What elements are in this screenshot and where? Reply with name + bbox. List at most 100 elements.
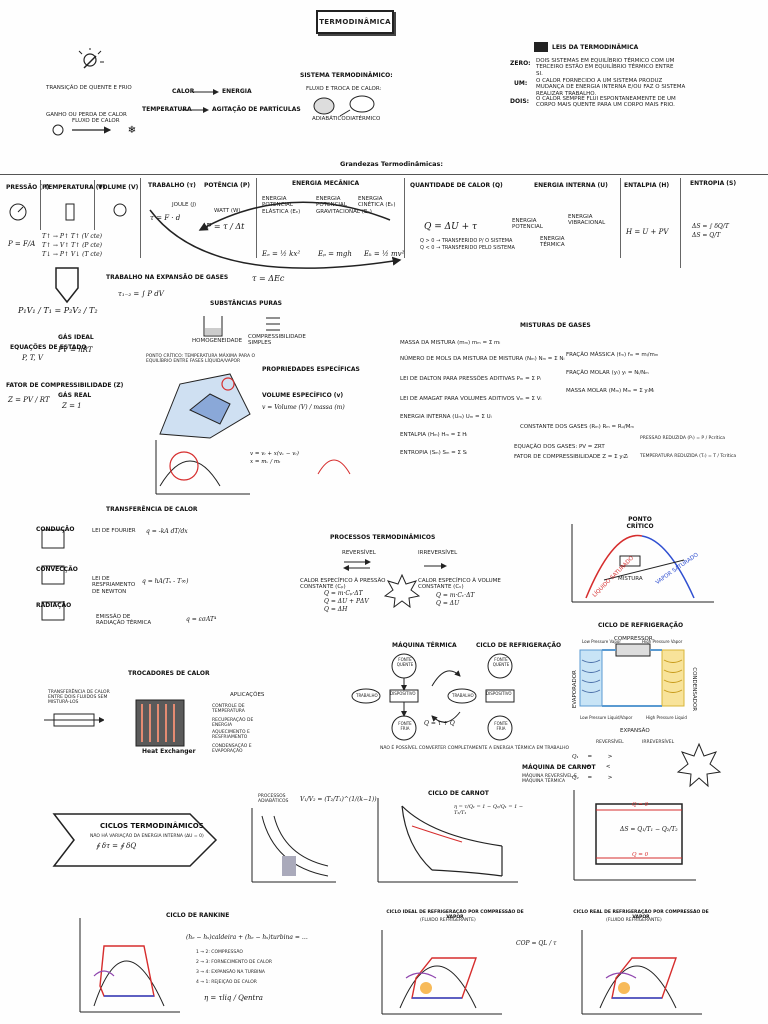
law-one-key: UM:	[514, 80, 528, 87]
arrow	[182, 107, 209, 113]
vapor-dome-icon	[317, 459, 351, 475]
delta-s: ΔS = Q₁/T₁ − Q₂/T₂	[620, 826, 678, 833]
pv-label: PV = nRT	[58, 346, 93, 354]
fonte-quente-1: FONTE QUENTE	[396, 657, 414, 667]
trocadores-desc: TRANSFERÊNCIA DE CALOR ENTRE DOIS FLUIDO…	[48, 690, 110, 706]
calor-formula: Q = ΔU + τ	[424, 222, 477, 232]
energia-elastica: ENERGIA POTENCIAL ELÁSTICA (Eₑ)	[262, 196, 301, 215]
carnot-pv-diagram	[573, 790, 696, 881]
grandeza-energia-interna: ENERGIA INTERNA (U)	[534, 182, 608, 189]
process-arrows	[343, 559, 447, 571]
mistura-row-1: NÚMERO DE MOLS DA MISTURA DE MISTURA (Nₘ…	[400, 356, 565, 362]
book-icon	[534, 42, 548, 52]
cp-f2: Q = ΔH	[324, 606, 348, 613]
low-vapor-label: Low Pressure Vapor	[582, 639, 622, 644]
adiabatic-label: PROCESSOS ADIABÁTICOS	[258, 794, 289, 805]
joule-label: JOULE (J)	[172, 202, 197, 208]
system-title: SISTEMA TERMODINÂMICO:	[300, 72, 393, 79]
vapor-real-title: CICLO REAL DE REFRIGERAÇÃO POR COMPRESSÃ…	[573, 910, 709, 920]
aplicacao-0: CONTROLE DE TEMPERATURA	[212, 704, 245, 715]
mistura-row-2: LEI DE DALTON PARA PRESSÕES ADITIVAS Pₘ …	[400, 376, 541, 382]
mistura-row-3: LEI DE AMAGAT PARA VOLUMES ADITIVOS Vₘ =…	[400, 396, 542, 402]
high-liquid-label: High Pressure Liquid	[646, 715, 687, 720]
interna-termica: ENERGIA TÉRMICA	[540, 236, 565, 249]
adiabatic-formula: V₁/V₂ = (T₂/T₁)^(1/(k−1))	[300, 796, 377, 803]
vapor-ideal-ts	[381, 930, 502, 1015]
aplicacao-1: RECUPERAÇÃO DE ENERGIA	[212, 718, 254, 729]
explosion-icon	[676, 742, 722, 788]
pvt-relations: T↑ → P↑ T↑ (V cte)T↑ → V↑ T↑ (P cte)T↓ →…	[42, 233, 103, 258]
rankine-balance: (hₑ − hₛ)caldeira + (hₑ − hₛ)turbina = …	[186, 934, 308, 941]
mode-radiacao-formula: q = εσAT⁴	[186, 616, 217, 623]
gain-loss-label: GANHO OU PERDA DE CALOR	[46, 112, 127, 118]
entalpia-formula: H = U + PV	[626, 228, 669, 236]
energia-gravitacional: ENERGIA POTENCIAL GRAVITACIONAL (Eₚ)	[316, 196, 372, 215]
law-zero-text: DOIS SISTEMAS EM EQUILÍBRIO TÉRMICO COM …	[536, 58, 675, 77]
page-title: TERMODINÂMICA	[316, 10, 394, 34]
volume-especifico: VOLUME ESPECÍFICO (v)	[262, 392, 344, 399]
mistura-row-4: ENERGIA INTERNA (Uₘ) Uₘ = Σ Uᵢ	[400, 414, 492, 420]
ponto-critico-title: PONTO CRÍTICO	[626, 516, 654, 530]
aplicacao-3: CONDENSAÇÃO E EVAPORAÇÃO	[212, 744, 252, 755]
ep-formula: Eₚ = mgh	[318, 250, 352, 258]
carnot-maquina-sub: MÁQUINA REVERSÍVEL E MÁQUINA TÉRMICA	[522, 774, 577, 785]
props-title: PROPRIEDADES ESPECÍFICAS	[262, 366, 360, 373]
heat-exchanger-diagram	[135, 699, 185, 747]
refrigeracao-title: CICLO DE REFRIGERAÇÃO	[598, 622, 684, 629]
agitacao-label: AGITAÇÃO DE PARTÍCULAS	[212, 106, 301, 113]
grandeza-entropia: ENTROPIA (S)	[690, 180, 737, 187]
fracao-1: FRAÇÃO MOLAR (yᵢ) yᵢ = Nᵢ/Nₘ	[566, 370, 649, 376]
v-formula: v = Volume (V) / massa (m)	[262, 404, 345, 411]
z-formula: Z = PV / RT	[8, 396, 50, 404]
sun-snow-icon	[78, 48, 104, 69]
ee-formula: Eₑ = ½ kx²	[262, 250, 301, 258]
misturas-title: MISTURAS DE GASES	[520, 322, 591, 329]
refrigeration-diagram	[579, 643, 685, 707]
watt-label: WATT (W)	[214, 208, 241, 214]
maquina-termica-title: MÁQUINA TÉRMICA	[392, 642, 457, 649]
ciclos-title: CICLOS TERMODINÂMICOS	[100, 822, 204, 830]
substancias-title: SUBSTÂNCIAS PURAS	[210, 300, 282, 307]
grandeza-entalpia: ENTALPIA (H)	[624, 182, 670, 189]
heat-flow-label: FLUXO DE CALOR	[72, 118, 120, 124]
fonte-fria-2: FONTE FRIA	[494, 721, 508, 731]
pv-diagram-note: PONTO CRÍTICO: TEMPERATURA MÁXIMA PARA O…	[146, 354, 256, 365]
mode-radiacao-law: EMISSÃO DE RADIAÇÃO TÉRMICA	[96, 614, 152, 627]
ciclos-sub: NÃO HÁ VARIAÇÃO DA ENERGIA INTERNA (ΔU =…	[90, 834, 204, 839]
rankine-step-2: 3 → 4: EXPANSÃO NA TURBINA	[196, 970, 265, 975]
interna-potencial: ENERGIA POTENCIAL	[512, 218, 543, 231]
compressor-label: COMPRESSOR	[614, 636, 653, 642]
carnot-eff: η = τ/Q₁ = 1 − Q₂/Q₁ = 1 − T₂/T₁	[454, 804, 524, 816]
divider	[0, 174, 768, 175]
cv-label: CALOR ESPECÍFICO À VOLUME CONSTANTE (Cᵥ)	[418, 578, 501, 591]
ciclo-carnot-title: CICLO DE CARNOT	[428, 790, 489, 797]
expansao-label: TRABALHO NA EXPANSÃO DE GASES	[106, 274, 229, 281]
cp-label: CALOR ESPECÍFICO À PRESSÃO CONSTANTE (Cₚ…	[300, 578, 386, 591]
vapor-real-ts	[581, 930, 702, 1015]
expansao-label: EXPANSÃO	[620, 728, 650, 734]
trocadores-title: TROCADORES DE CALOR	[128, 670, 210, 677]
combined-law: P₁V₁ / T₁ = P₂V₂ / T₂	[18, 306, 98, 315]
transfer-label: TRANSIÇÃO DE QUENTE E FRIO	[46, 85, 132, 91]
equacoes-label: EQUAÇÕES DE ESTADO	[10, 344, 87, 351]
system-subtitle: FLUXO E TROCA DE CALOR:	[306, 86, 382, 92]
vapor-ideal-title: CICLO IDEAL DE REFRIGERAÇÃO POR COMPRESS…	[386, 910, 524, 920]
law-two-key: DOIS:	[510, 98, 530, 105]
carnot-table: Q₁ = >τ = <Q₂ = >	[572, 754, 613, 781]
quality-formulas: v = vₗ + x(vᵥ − vₗ)x = mᵥ / mₜ	[250, 451, 299, 466]
rankine-step-3: 4 → 1: REJEIÇÃO DE CALOR	[196, 980, 257, 985]
mode-radiacao: RADIAÇÃO	[36, 602, 72, 609]
ciclos-formula: ∮ δτ = ∮ δQ	[96, 842, 137, 850]
homogeneidade-label: HOMOGENEIDADE	[192, 338, 243, 344]
fator-mistura: FATOR DE COMPRESSIBILIDADE Z = Σ yᵢZᵢ	[514, 454, 629, 460]
grandeza-temperatura: TEMPERATURA (T)	[44, 184, 106, 191]
grandezas-title: Grandezas Termodinâmicas:	[340, 160, 443, 168]
interna-vibracional: ENERGIA VIBRACIONAL	[568, 214, 606, 227]
reversivel-label: REVERSÍVEL	[342, 550, 376, 556]
ptv-label: P, T, V	[22, 354, 43, 362]
fracao-0: FRAÇÃO MÁSSICA (fₘ) fₘ = mᵢ/mₘ	[566, 352, 659, 358]
ciclos-arrow-shape	[52, 813, 218, 867]
tau-delta: τ = ΔEc	[252, 274, 285, 283]
